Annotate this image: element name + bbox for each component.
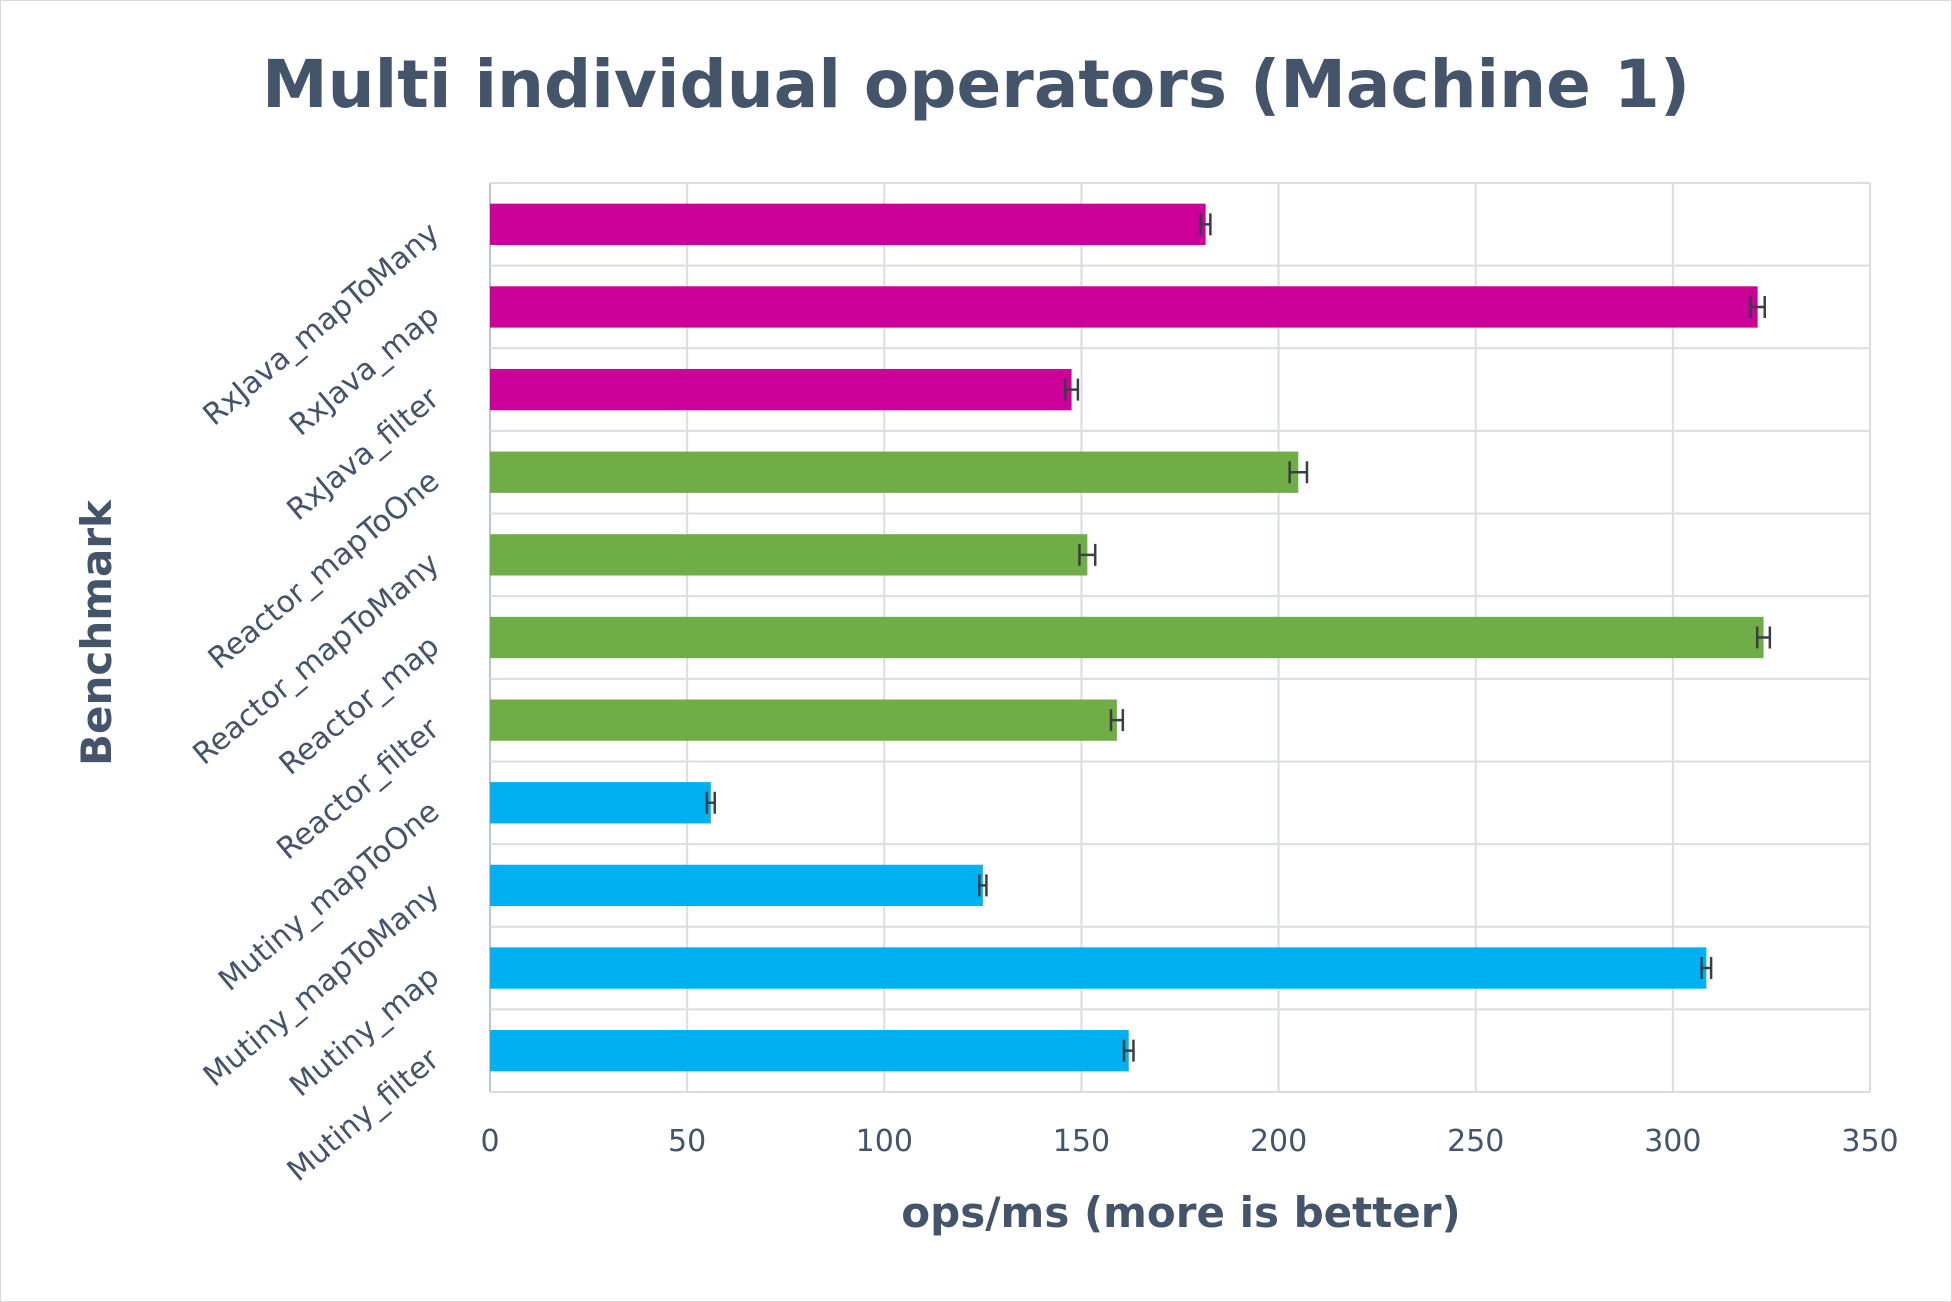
error-bar <box>1288 461 1309 484</box>
gridlines <box>489 182 1871 1093</box>
y-axis-title: Benchmark <box>72 499 121 766</box>
error-bar <box>1064 378 1080 401</box>
bar <box>490 947 1707 989</box>
error-bar <box>1199 213 1212 236</box>
bar <box>490 1030 1129 1072</box>
error-bar <box>705 791 716 814</box>
bar <box>490 534 1088 576</box>
error-bar <box>1755 626 1772 649</box>
bar <box>490 368 1072 411</box>
bar <box>490 616 1764 659</box>
error-bar <box>978 874 988 897</box>
category-labels: RxJava_mapToManyRxJava_mapRxJava_filterR… <box>187 216 447 1189</box>
error-bar <box>1122 1039 1135 1062</box>
x-tick-label: 250 <box>1447 1124 1504 1159</box>
bar <box>490 782 711 824</box>
bar <box>490 864 983 907</box>
bar <box>490 699 1117 741</box>
bar <box>490 286 1758 328</box>
chart-title: Multi individual operators (Machine 1) <box>262 46 1690 123</box>
x-tick-labels: 0 50 100 150 200 250 300 350 <box>480 1124 1898 1159</box>
error-bar <box>1109 709 1125 732</box>
x-tick-label: 0 <box>480 1124 499 1159</box>
error-bars <box>705 213 1772 1062</box>
error-bar <box>1749 295 1766 318</box>
x-tick-label: 350 <box>1841 1124 1898 1159</box>
error-bar <box>1700 957 1713 980</box>
bars <box>490 203 1764 1072</box>
x-tick-label: 200 <box>1250 1124 1307 1159</box>
error-bar <box>1078 543 1097 566</box>
x-axis-title: ops/ms (more is better) <box>901 1188 1460 1237</box>
x-tick-label: 100 <box>856 1124 913 1159</box>
x-tick-label: 150 <box>1053 1124 1110 1159</box>
bar <box>490 451 1299 493</box>
x-tick-label: 50 <box>668 1124 706 1159</box>
bar <box>490 203 1206 245</box>
x-tick-label: 300 <box>1644 1124 1701 1159</box>
